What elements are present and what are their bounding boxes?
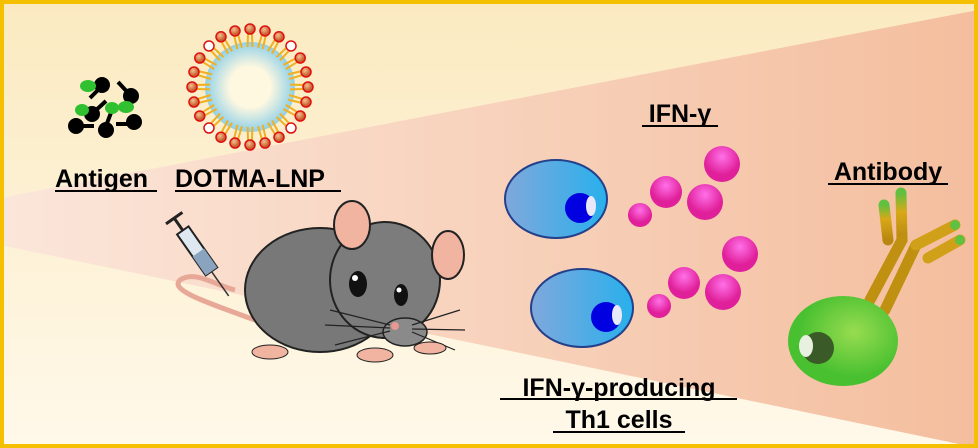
lipid-tail — [287, 98, 302, 104]
lipid-head — [300, 96, 312, 108]
lipid-tail — [288, 94, 303, 101]
lipid-head — [285, 40, 297, 52]
lipid-tail — [236, 125, 243, 140]
lipid-head — [259, 137, 271, 149]
lipid-tail — [220, 40, 229, 55]
mouse-illustration — [175, 200, 466, 363]
lipid-head — [244, 139, 256, 151]
lipid-head — [300, 66, 312, 78]
lipid-tail — [212, 116, 225, 128]
antibody-icon — [864, 187, 966, 316]
lipid-tail — [257, 125, 264, 140]
lipid-tail — [197, 73, 212, 80]
lipid-head — [194, 110, 206, 122]
lipid-head — [229, 137, 241, 149]
lipid-tail — [220, 119, 229, 134]
lipid-head — [194, 52, 206, 64]
lipid-head — [244, 23, 256, 35]
lipid-tail — [257, 34, 264, 49]
lipid-tail — [198, 98, 213, 104]
th1-cell — [530, 268, 634, 348]
lnp-label: DOTMA-LNP — [175, 165, 325, 193]
lipid-head — [203, 40, 215, 52]
lipid-tail — [236, 34, 243, 49]
lipid-head — [294, 52, 306, 64]
lipid-head — [259, 25, 271, 37]
ifn-gamma-label: IFN-γ — [649, 100, 712, 128]
lipid-tail — [203, 57, 218, 66]
lipid-head — [188, 66, 200, 78]
lipid-tail — [198, 70, 213, 76]
lnp-icon — [186, 23, 314, 151]
lipid-tail — [275, 46, 288, 58]
lipid-head — [285, 122, 297, 134]
lipid-tail — [279, 49, 291, 62]
lipid-tail — [282, 57, 297, 66]
lipid-tail — [261, 35, 267, 50]
antigen-label: Antigen — [55, 165, 148, 193]
ifn-gamma-spheres — [628, 146, 758, 318]
lipid-tail — [203, 108, 218, 117]
lipid-tail — [267, 38, 277, 52]
lipid-head — [273, 131, 285, 143]
lipid-tail — [271, 119, 280, 134]
lipid-tail — [201, 60, 215, 70]
lipid-head — [294, 110, 306, 122]
lipid-tail — [267, 122, 277, 136]
antibody-label: Antibody — [834, 158, 942, 186]
lipid-tail — [212, 46, 225, 58]
lipid-tail — [197, 94, 212, 101]
lipid-tail — [285, 104, 299, 114]
lipid-head — [229, 25, 241, 37]
b-cell — [788, 296, 898, 386]
lipid-tail — [233, 124, 239, 139]
antigen-icon — [68, 77, 142, 138]
syringe-icon — [165, 211, 230, 297]
lipid-tail — [282, 108, 297, 117]
lipid-tail — [209, 49, 221, 62]
lipid-tail — [275, 116, 288, 128]
lipid-tail — [261, 124, 267, 139]
lipid-head — [302, 81, 314, 93]
wedge-shape — [0, 10, 978, 448]
lipid-head — [215, 31, 227, 43]
lipid-tail — [223, 122, 233, 136]
lipid-tail — [287, 70, 302, 76]
lipid-head — [188, 96, 200, 108]
lipid-tail — [209, 112, 221, 125]
lipid-head — [273, 31, 285, 43]
lipid-tail — [285, 60, 299, 70]
lipid-head — [186, 81, 198, 93]
lipid-head — [203, 122, 215, 134]
lipid-tail — [233, 35, 239, 50]
lipid-head — [215, 131, 227, 143]
th1-cell — [504, 159, 608, 239]
lipid-tail — [201, 104, 215, 114]
lipid-tail — [271, 40, 280, 55]
lipid-tail — [223, 38, 233, 52]
th1-label-line2: Th1 cells — [566, 406, 673, 434]
lipid-tail — [279, 112, 291, 125]
th1-label-line1: IFN-γ-producing — [522, 374, 715, 402]
lipid-tail — [288, 73, 303, 80]
